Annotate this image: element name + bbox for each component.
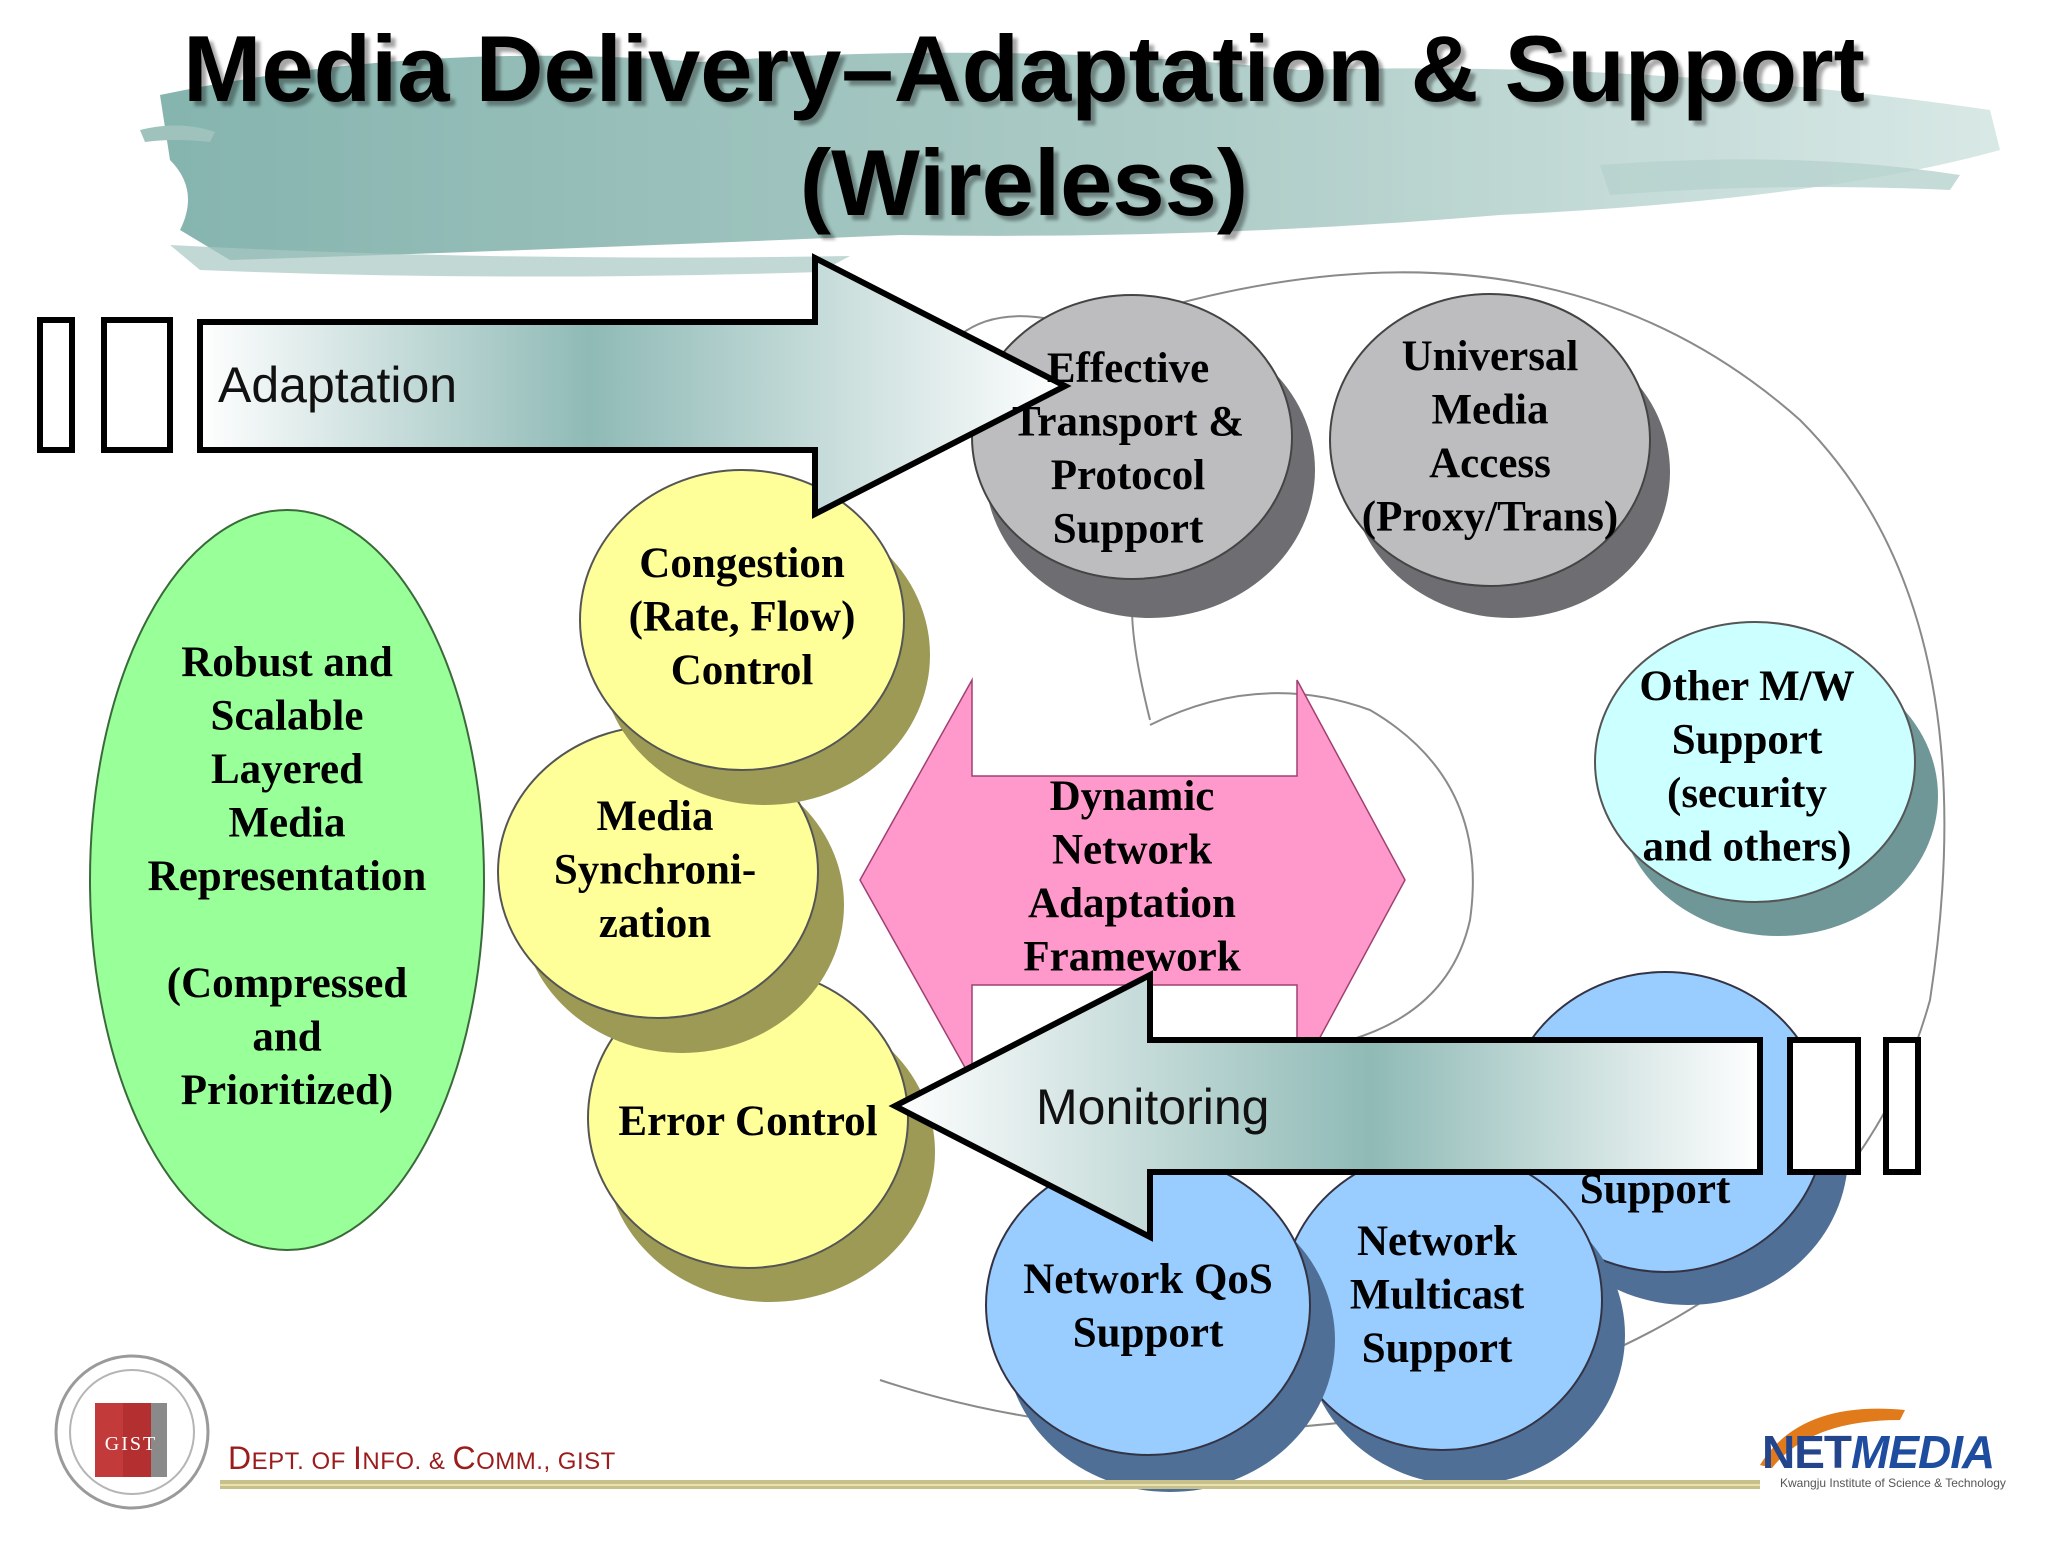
robust-label-line: Robust and xyxy=(181,639,393,686)
robust-label-line: and xyxy=(252,1014,321,1061)
multicast-label-line: Network xyxy=(1357,1218,1517,1265)
media-sync-label-line: zation xyxy=(599,900,711,947)
qos-label-line: Network QoS xyxy=(1023,1256,1273,1303)
multicast-label-line: Support xyxy=(1362,1325,1513,1372)
qos-bubble xyxy=(985,1154,1335,1492)
congestion-label-line: Congestion xyxy=(639,540,845,587)
gist-seal-text: GIST xyxy=(105,1433,157,1455)
congestion-label: Congestion (Rate, Flow) Control xyxy=(629,540,856,694)
robust-label-line: (Compressed xyxy=(167,960,408,1007)
framework-label-line: Network xyxy=(1052,827,1212,874)
robust-label-line: Representation xyxy=(148,853,427,900)
congestion-label-line: Control xyxy=(671,647,814,694)
adaptation-label: Adaptation xyxy=(218,357,457,413)
media-sync-label-line: Synchroni- xyxy=(554,847,756,894)
framework-label-line: Adaptation xyxy=(1028,880,1236,927)
error-control-label-line: Error Control xyxy=(618,1098,877,1145)
universal-label-line: Access xyxy=(1429,440,1551,487)
other-mw-bubble xyxy=(1594,621,1938,936)
robust-label-line: Media xyxy=(228,800,345,847)
footer-department: DEPT. OF INFO. & COMM., GIST xyxy=(228,1440,616,1476)
hidden-support-label: Support xyxy=(1580,1166,1731,1213)
transport-label-line: Effective xyxy=(1047,345,1209,392)
other-mw-label: Other M/W Support (security and others) xyxy=(1639,663,1854,871)
title-brush-stroke xyxy=(140,52,2000,277)
monitoring-label: Monitoring xyxy=(1036,1079,1269,1135)
universal-label-line: Media xyxy=(1431,387,1548,434)
robust-label-line: Prioritized) xyxy=(181,1067,394,1114)
netmedia-swoosh-icon xyxy=(1760,1408,1905,1468)
netmedia-subtitle: Kwangju Institute of Science & Technolog… xyxy=(1780,1476,2006,1490)
universal-label-line: Universal xyxy=(1402,333,1579,380)
qos-label-line: Support xyxy=(1073,1310,1224,1357)
qos-label: Network QoS Support xyxy=(1023,1256,1273,1357)
other-mw-label-line: Other M/W xyxy=(1639,663,1854,710)
framework-label-line: Framework xyxy=(1023,934,1240,981)
multicast-label-line: Multicast xyxy=(1350,1272,1525,1319)
gist-seal-logo: GIST xyxy=(54,1354,210,1510)
universal-media-access-bubble xyxy=(1329,293,1670,618)
page-title-line2: (Wireless) xyxy=(799,130,1249,235)
robust-label-line: Layered xyxy=(211,746,363,793)
error-control-label: Error Control xyxy=(618,1098,877,1145)
other-mw-label-line: (security xyxy=(1667,770,1827,817)
monitoring-arrow xyxy=(888,970,1921,1242)
framework-double-arrow xyxy=(859,677,1406,1083)
transport-label-line: Transport & xyxy=(1012,399,1244,446)
universal-label-line: (Proxy/Trans) xyxy=(1362,494,1618,541)
transport-bubble xyxy=(971,294,1315,618)
transport-label-line: Support xyxy=(1053,506,1204,553)
other-mw-label-line: and others) xyxy=(1642,824,1851,871)
netmedia-logo: NETMEDIA xyxy=(1762,1426,1995,1478)
robust-label-line: Scalable xyxy=(211,693,364,740)
transport-label-line: Protocol xyxy=(1051,452,1205,499)
adaptation-arrow xyxy=(37,253,1072,519)
framework-label-line: Dynamic xyxy=(1050,773,1215,820)
robust-ellipse xyxy=(89,509,485,1251)
page-title-line1: Media Delivery–Adaptation & Support xyxy=(183,16,1865,121)
other-mw-label-line: Support xyxy=(1672,717,1823,764)
inner-arc-outline xyxy=(1149,692,1474,1041)
media-sync-label-line: Media xyxy=(596,793,713,840)
congestion-bubble xyxy=(579,469,930,805)
congestion-label-line: (Rate, Flow) xyxy=(629,594,856,641)
hidden-support-label-line: Support xyxy=(1580,1166,1731,1213)
